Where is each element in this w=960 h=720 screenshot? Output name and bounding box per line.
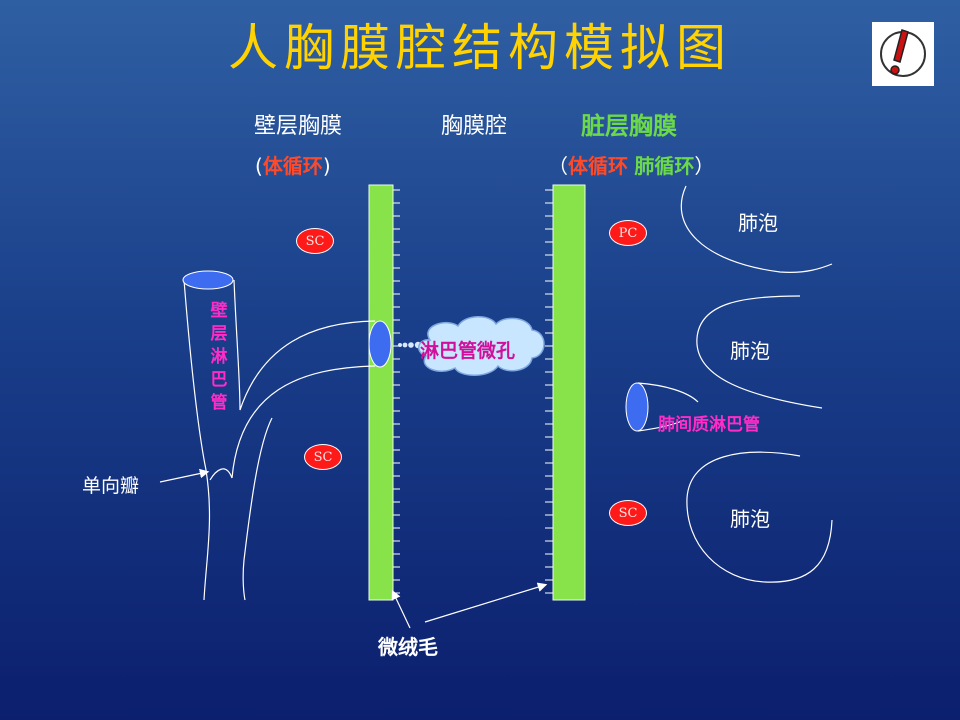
pleural-cavity-header: 胸膜腔 (441, 114, 508, 139)
visceral-pleura-header: 脏层胸膜 (581, 112, 677, 140)
page-title: 人胸膜腔结构模拟图 (228, 19, 732, 77)
systemic-capillary-top: SC (296, 228, 334, 254)
stoma-dot (398, 343, 402, 347)
parietal-lymph-opening (182, 270, 234, 290)
alveolus-label: 肺泡 (730, 339, 770, 363)
lymph-stoma-label: 淋巴管微孔 (420, 340, 516, 362)
paren-open: ( (255, 154, 263, 178)
stoma-dot (402, 342, 408, 348)
lymphatic-stoma-ellipse (368, 320, 392, 368)
paren-open: （ (548, 154, 568, 178)
parietal-lymph-label: 壁层淋巴管 (210, 301, 228, 413)
alveolus-outline (696, 295, 823, 409)
parietal-microvilli (393, 189, 400, 594)
systemic-circulation-label: 体循环 (262, 154, 323, 178)
visceral-circulation: （体循环 肺循环） (548, 150, 714, 179)
alveolus-label: 肺泡 (730, 507, 770, 531)
valve-pointer-arrow (159, 468, 210, 483)
microvilli-label: 微绒毛 (378, 635, 438, 659)
microvilli-pointer-arrow (391, 589, 411, 629)
systemic-circulation-label: 体循环 (568, 154, 628, 178)
interstitial-lymph-wall (637, 382, 699, 403)
interstitial-lymph-opening (625, 382, 649, 432)
parietal-lymph-vessel-wall (183, 279, 211, 601)
alveolus-outline (680, 185, 833, 273)
pulmonary-capillary: PC (609, 220, 647, 246)
systemic-capillary-mid: SC (304, 444, 342, 470)
microvilli-pointer-arrow (424, 582, 548, 623)
one-way-valve-label: 单向瓣 (82, 475, 140, 497)
parietal-circulation: (体循环) (255, 150, 331, 179)
parietal-lymph-branch (242, 417, 273, 601)
visceral-membrane (552, 184, 586, 601)
stoma-cloud (418, 316, 545, 376)
parietal-lymph-vessel-wall (233, 279, 376, 411)
interstitial-lymph-label: 肺间质淋巴管 (658, 415, 760, 435)
stoma-dot (408, 342, 414, 348)
alveolus-label: 肺泡 (738, 211, 778, 235)
parietal-lymph-vessel-wall (231, 365, 376, 479)
pulmonary-circulation-label: 肺循环 (634, 154, 695, 178)
parietal-lymph-branch (209, 468, 233, 481)
parietal-membrane (368, 184, 394, 601)
parietal-pleura-header: 壁层胸膜 (254, 114, 343, 139)
systemic-capillary-right: SC (609, 500, 647, 526)
interstitial-lymph-wall (637, 419, 685, 432)
exclamation-alert-icon (872, 22, 934, 86)
paren-close: ) (322, 154, 331, 178)
alveolus-outline (686, 451, 833, 583)
visceral-microvilli (545, 189, 553, 594)
paren-close: ） (694, 154, 715, 178)
